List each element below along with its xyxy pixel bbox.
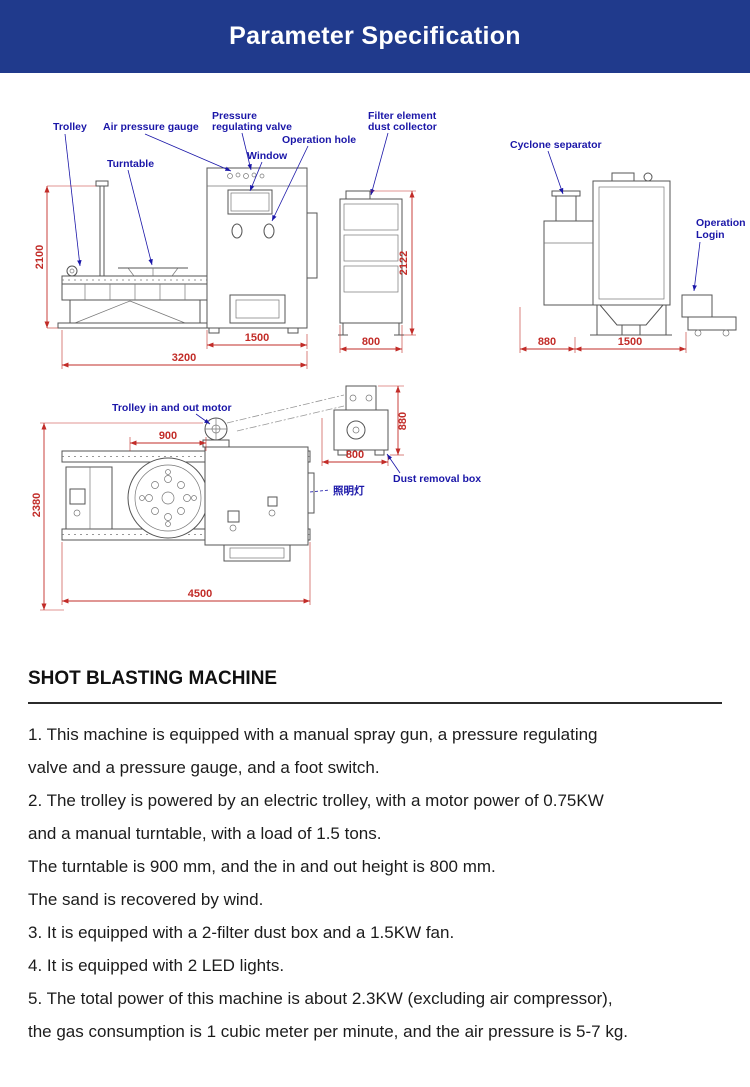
spec-line: 1. This machine is equipped with a manua…	[28, 725, 598, 744]
spec-line: 5. The total power of this machine is ab…	[28, 989, 613, 1008]
header-banner: Parameter Specification	[0, 0, 750, 73]
dim-front-height: 2100	[34, 245, 46, 269]
dim-collector-width: 800	[362, 336, 380, 348]
spec-line: 2. The trolley is powered by an electric…	[28, 791, 604, 810]
dim-cabinet-width: 1500	[245, 332, 269, 344]
spec-line: The sand is recovered by wind.	[28, 890, 264, 909]
dim-box-width: 800	[346, 449, 364, 461]
spec-line: 4. It is equipped with 2 LED lights.	[28, 956, 285, 975]
label-lamp: 照明灯	[333, 484, 365, 497]
spec-line: 3. It is equipped with a 2-filter dust b…	[28, 923, 455, 942]
label-dust-removal-box: Dust removal box	[393, 473, 481, 485]
page-title: Parameter Specification	[229, 22, 521, 50]
dim-front-total-width: 3200	[172, 352, 196, 364]
spec-line: and a manual turntable, with a load of 1…	[28, 824, 382, 843]
spec-content: SHOT BLASTING MACHINE 1. This machine is…	[0, 648, 750, 1068]
label-filter-dust-collector-line2: dust collector	[368, 121, 437, 133]
side-view-drawing: Cyclone separator Operation Login 880 15…	[510, 139, 746, 353]
dim-total-length: 4500	[188, 588, 212, 600]
label-operation-login-line1: Operation	[696, 217, 746, 229]
section-heading: SHOT BLASTING MACHINE	[28, 668, 722, 704]
dim-box-height: 880	[397, 412, 409, 430]
spec-text: 1. This machine is equipped with a manua…	[28, 718, 722, 1048]
spec-line: the gas consumption is 1 cubic meter per…	[28, 1022, 629, 1041]
label-operation-login-line2: Login	[696, 229, 725, 241]
label-cyclone-separator: Cyclone separator	[510, 139, 602, 151]
spec-line: valve and a pressure gauge, and a foot s…	[28, 758, 380, 777]
label-window: Window	[247, 150, 288, 162]
label-pressure-regulating-valve-line1: Pressure	[212, 110, 257, 122]
dim-collector-height: 2122	[398, 251, 410, 275]
front-view-drawing: Trolley Air pressure gauge Pressure regu…	[34, 110, 356, 369]
dim-side-right: 1500	[618, 336, 642, 348]
top-view-drawing: Trolley in and out motor Dust removal bo…	[31, 385, 481, 611]
label-turntable: Turntable	[107, 158, 154, 170]
label-filter-dust-collector-line1: Filter element	[368, 110, 437, 122]
technical-drawings-svg: Trolley Air pressure gauge Pressure regu…	[31, 110, 746, 611]
label-operation-hole: Operation hole	[282, 134, 356, 146]
dim-turntable: 900	[159, 430, 177, 442]
label-trolley: Trolley	[53, 121, 87, 133]
dim-depth: 2380	[31, 493, 43, 517]
dust-collector-drawing: Filter element dust collector 2122 800	[338, 110, 437, 353]
dim-side-left: 880	[538, 336, 556, 348]
label-trolley-motor: Trolley in and out motor	[112, 402, 232, 414]
label-air-pressure-gauge: Air pressure gauge	[103, 121, 199, 133]
label-pressure-regulating-valve-line2: regulating valve	[212, 121, 292, 133]
spec-line: The turntable is 900 mm, and the in and …	[28, 857, 496, 876]
technical-drawings-section: Trolley Air pressure gauge Pressure regu…	[0, 73, 750, 648]
